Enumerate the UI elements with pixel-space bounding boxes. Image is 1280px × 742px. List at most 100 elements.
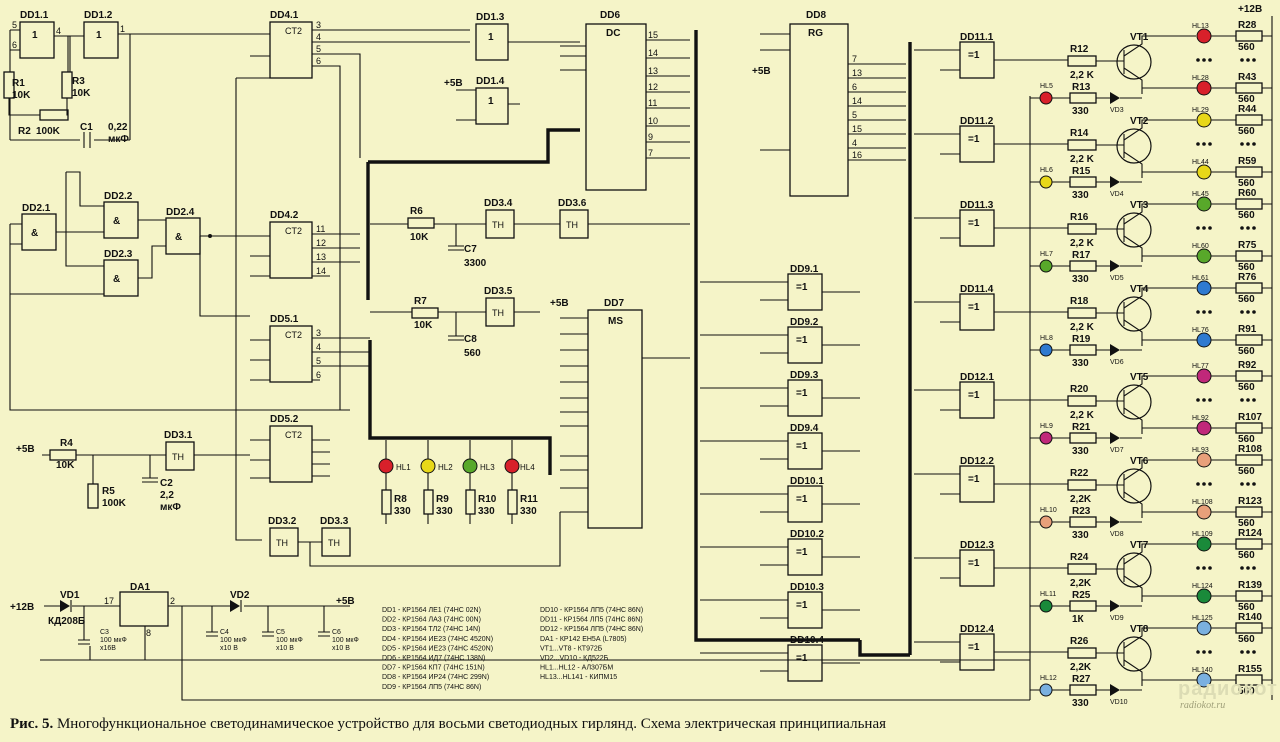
c2-label: C2 <box>160 478 173 489</box>
indicator-leds: HL1 HL2 HL3 HL4 R8 330 R9 330 R10 330 R1… <box>378 440 538 524</box>
chip-label: DD3.2 <box>268 516 297 527</box>
led-resistor-value: 330 <box>1072 274 1089 285</box>
chip-label: DD3.5 <box>484 286 513 297</box>
r11-value: 330 <box>520 506 537 517</box>
garland-resistor-top-label: R44 <box>1238 104 1257 115</box>
garland-resistor-bottom-label: R43 <box>1238 72 1257 83</box>
garland-resistor-top <box>1235 454 1263 466</box>
garland-resistor-top-label: R60 <box>1238 188 1257 199</box>
figure-caption-text: Многофункциональное светодинамическое ус… <box>56 716 887 732</box>
xor-gate-label: DD12.1 <box>960 372 994 383</box>
led-resistor-value: 330 <box>1072 530 1089 541</box>
xor-gate-label: DD11.4 <box>960 284 994 295</box>
xor-gate-center <box>787 432 823 470</box>
xor-gate-function: =1 <box>968 302 980 313</box>
channel-indicator-led <box>1039 683 1053 697</box>
garland-led-bottom-label: HL60 <box>1192 243 1209 250</box>
r3-label: R3 <box>72 76 85 87</box>
counter-label: DD4.2 <box>270 210 299 221</box>
garland-resistor-bottom <box>1235 422 1263 434</box>
channel-diode-label: VD8 <box>1110 531 1124 538</box>
chip-function: & <box>113 216 120 227</box>
transistor-label: VT2 <box>1130 116 1149 127</box>
chip-label: DD3.4 <box>484 198 513 209</box>
led-hl3 <box>462 458 478 474</box>
led-resistor <box>1069 600 1097 612</box>
garland-resistor-bottom-label: R91 <box>1238 324 1257 335</box>
svg-text:4: 4 <box>852 138 857 148</box>
transistor <box>1116 384 1152 420</box>
channel-diode-label: VD7 <box>1110 447 1124 454</box>
chip-label: DD2.1 <box>22 203 51 214</box>
chip-label: DD3.3 <box>320 516 349 527</box>
garland-led-bottom-label: HL76 <box>1192 327 1209 334</box>
watermark-logo: радиокот <box>1178 678 1278 700</box>
channel-diode <box>1110 432 1120 444</box>
svg-text:9: 9 <box>648 132 653 142</box>
base-resistor-label: R24 <box>1070 552 1089 563</box>
xor-gate-label: DD9.1 <box>790 264 819 275</box>
garland-resistor-bottom-label: R59 <box>1238 156 1257 167</box>
base-resistor-label: R14 <box>1070 128 1089 139</box>
garland-resistor-top-label: R140 <box>1238 612 1262 623</box>
resistor-r4 <box>49 449 77 461</box>
resistor-r11 <box>507 489 518 515</box>
counter-dd5-1 <box>269 325 313 383</box>
transistor <box>1116 552 1152 588</box>
base-resistor-label: R12 <box>1070 44 1089 55</box>
regulator-da1 <box>119 591 169 627</box>
chip-dd1-3 <box>475 23 509 61</box>
transistor-label: VT3 <box>1130 200 1149 211</box>
garland-resistor-top-label: R28 <box>1238 20 1257 31</box>
led-hl4 <box>504 458 520 474</box>
xor-gate-label: DD12.2 <box>960 456 994 467</box>
garland-led-top <box>1196 196 1212 212</box>
xor-stack-right: DD11.1=1DD11.2=1DD11.3=1DD11.4=1DD12.1=1… <box>914 32 1068 671</box>
transistor-label: VT6 <box>1130 456 1149 467</box>
parts-table-row: DD11 - КР1564 ЛП5 (74HC 86N) <box>540 617 643 624</box>
parts-table-row: HL13...HL141 - КИПМ15 <box>540 674 617 681</box>
base-resistor-value: 2,2 K <box>1070 154 1095 165</box>
chip-label: DD2.2 <box>104 191 133 202</box>
r1-value: 10K <box>12 90 31 101</box>
base-resistor-value: 2,2K <box>1070 494 1092 505</box>
channel-diode <box>1110 176 1120 188</box>
xor-gate-function: =1 <box>968 558 980 569</box>
parts-table-row: DD12 - КР1564 ЛП5 (74HC 86N) <box>540 626 643 633</box>
chip-label: DD7 <box>604 298 624 309</box>
gate-section-dd2: DD2.1 & DD2.2 & DD2.3 & DD2.4 & <box>9 171 350 411</box>
led-resistor-value: 330 <box>1072 446 1089 457</box>
garland-resistor-bottom-label: R75 <box>1238 240 1257 251</box>
counter-dd4-2 <box>269 221 313 279</box>
plus5-label: +5В <box>444 78 463 89</box>
svg-text:13: 13 <box>316 252 326 262</box>
garland-resistor-bottom-label: R139 <box>1238 580 1262 591</box>
vd1-part: КД208Б <box>48 616 85 627</box>
led-resistor-label: R27 <box>1072 674 1091 685</box>
chip-dd2-3 <box>103 259 139 297</box>
chip-function: 1 <box>96 30 102 41</box>
garland-resistor-bottom-value: 560 <box>1238 518 1255 529</box>
base-resistor <box>1067 563 1097 575</box>
vd1-label: VD1 <box>60 590 80 601</box>
svg-text:13: 13 <box>852 68 862 78</box>
r10-label: R10 <box>478 494 497 505</box>
resistor-r5 <box>87 483 99 509</box>
svg-text:2: 2 <box>170 596 175 606</box>
parts-table-row: DD4 - КР1564 ИЕ23 (74HC 4520N) <box>382 636 493 643</box>
r4-label: R4 <box>60 438 73 449</box>
r4-value: 10K <box>56 460 75 471</box>
channel-diode <box>1110 260 1120 272</box>
resistor-r9 <box>423 489 434 515</box>
chip-dd2-4 <box>165 217 201 255</box>
garland-led-top <box>1196 536 1212 552</box>
indicator-led-label: HL12 <box>1040 675 1057 682</box>
channel-diode <box>1110 516 1120 528</box>
chip-dd7 <box>587 309 643 529</box>
xor-gate-function: =1 <box>968 218 980 229</box>
xor-gate-function: =1 <box>968 474 980 485</box>
garland-led-bottom-label: HL28 <box>1192 75 1209 82</box>
xor-gate-label: DD10.4 <box>790 635 824 646</box>
chip-function: TH <box>492 308 504 318</box>
